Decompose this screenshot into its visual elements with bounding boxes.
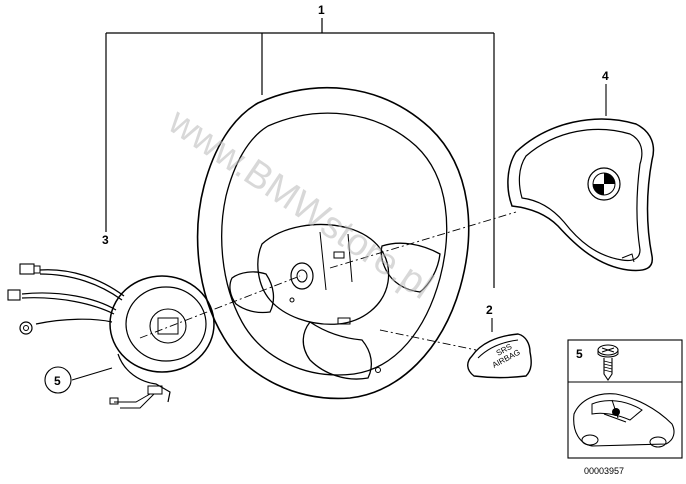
steering-wheel[interactable] bbox=[196, 87, 470, 400]
watermark: www.BMWstore.pl bbox=[160, 100, 440, 308]
airbag-module[interactable] bbox=[507, 84, 655, 272]
callout-5-inset[interactable]: 5 bbox=[576, 347, 583, 361]
assembly-axis-lines bbox=[139, 211, 517, 351]
car-icon bbox=[573, 393, 675, 448]
callout-2[interactable]: 2 bbox=[486, 303, 493, 317]
callout-5[interactable]: 5 bbox=[54, 374, 61, 388]
callout-bracket-1 bbox=[105, 18, 495, 288]
slip-ring[interactable] bbox=[109, 275, 215, 409]
wiring-harness[interactable] bbox=[7, 263, 125, 335]
screw-icon[interactable] bbox=[597, 344, 619, 381]
leader-5 bbox=[71, 367, 113, 381]
inset-panel bbox=[567, 339, 683, 459]
callout-3[interactable]: 3 bbox=[102, 233, 109, 247]
callout-5-circle[interactable]: 5 bbox=[44, 366, 72, 394]
cover-trim[interactable]: SRS AIRBAG bbox=[467, 318, 532, 379]
callout-4[interactable]: 4 bbox=[602, 69, 609, 83]
diagram-number: 00003957 bbox=[584, 466, 624, 476]
callout-1[interactable]: 1 bbox=[318, 3, 325, 17]
